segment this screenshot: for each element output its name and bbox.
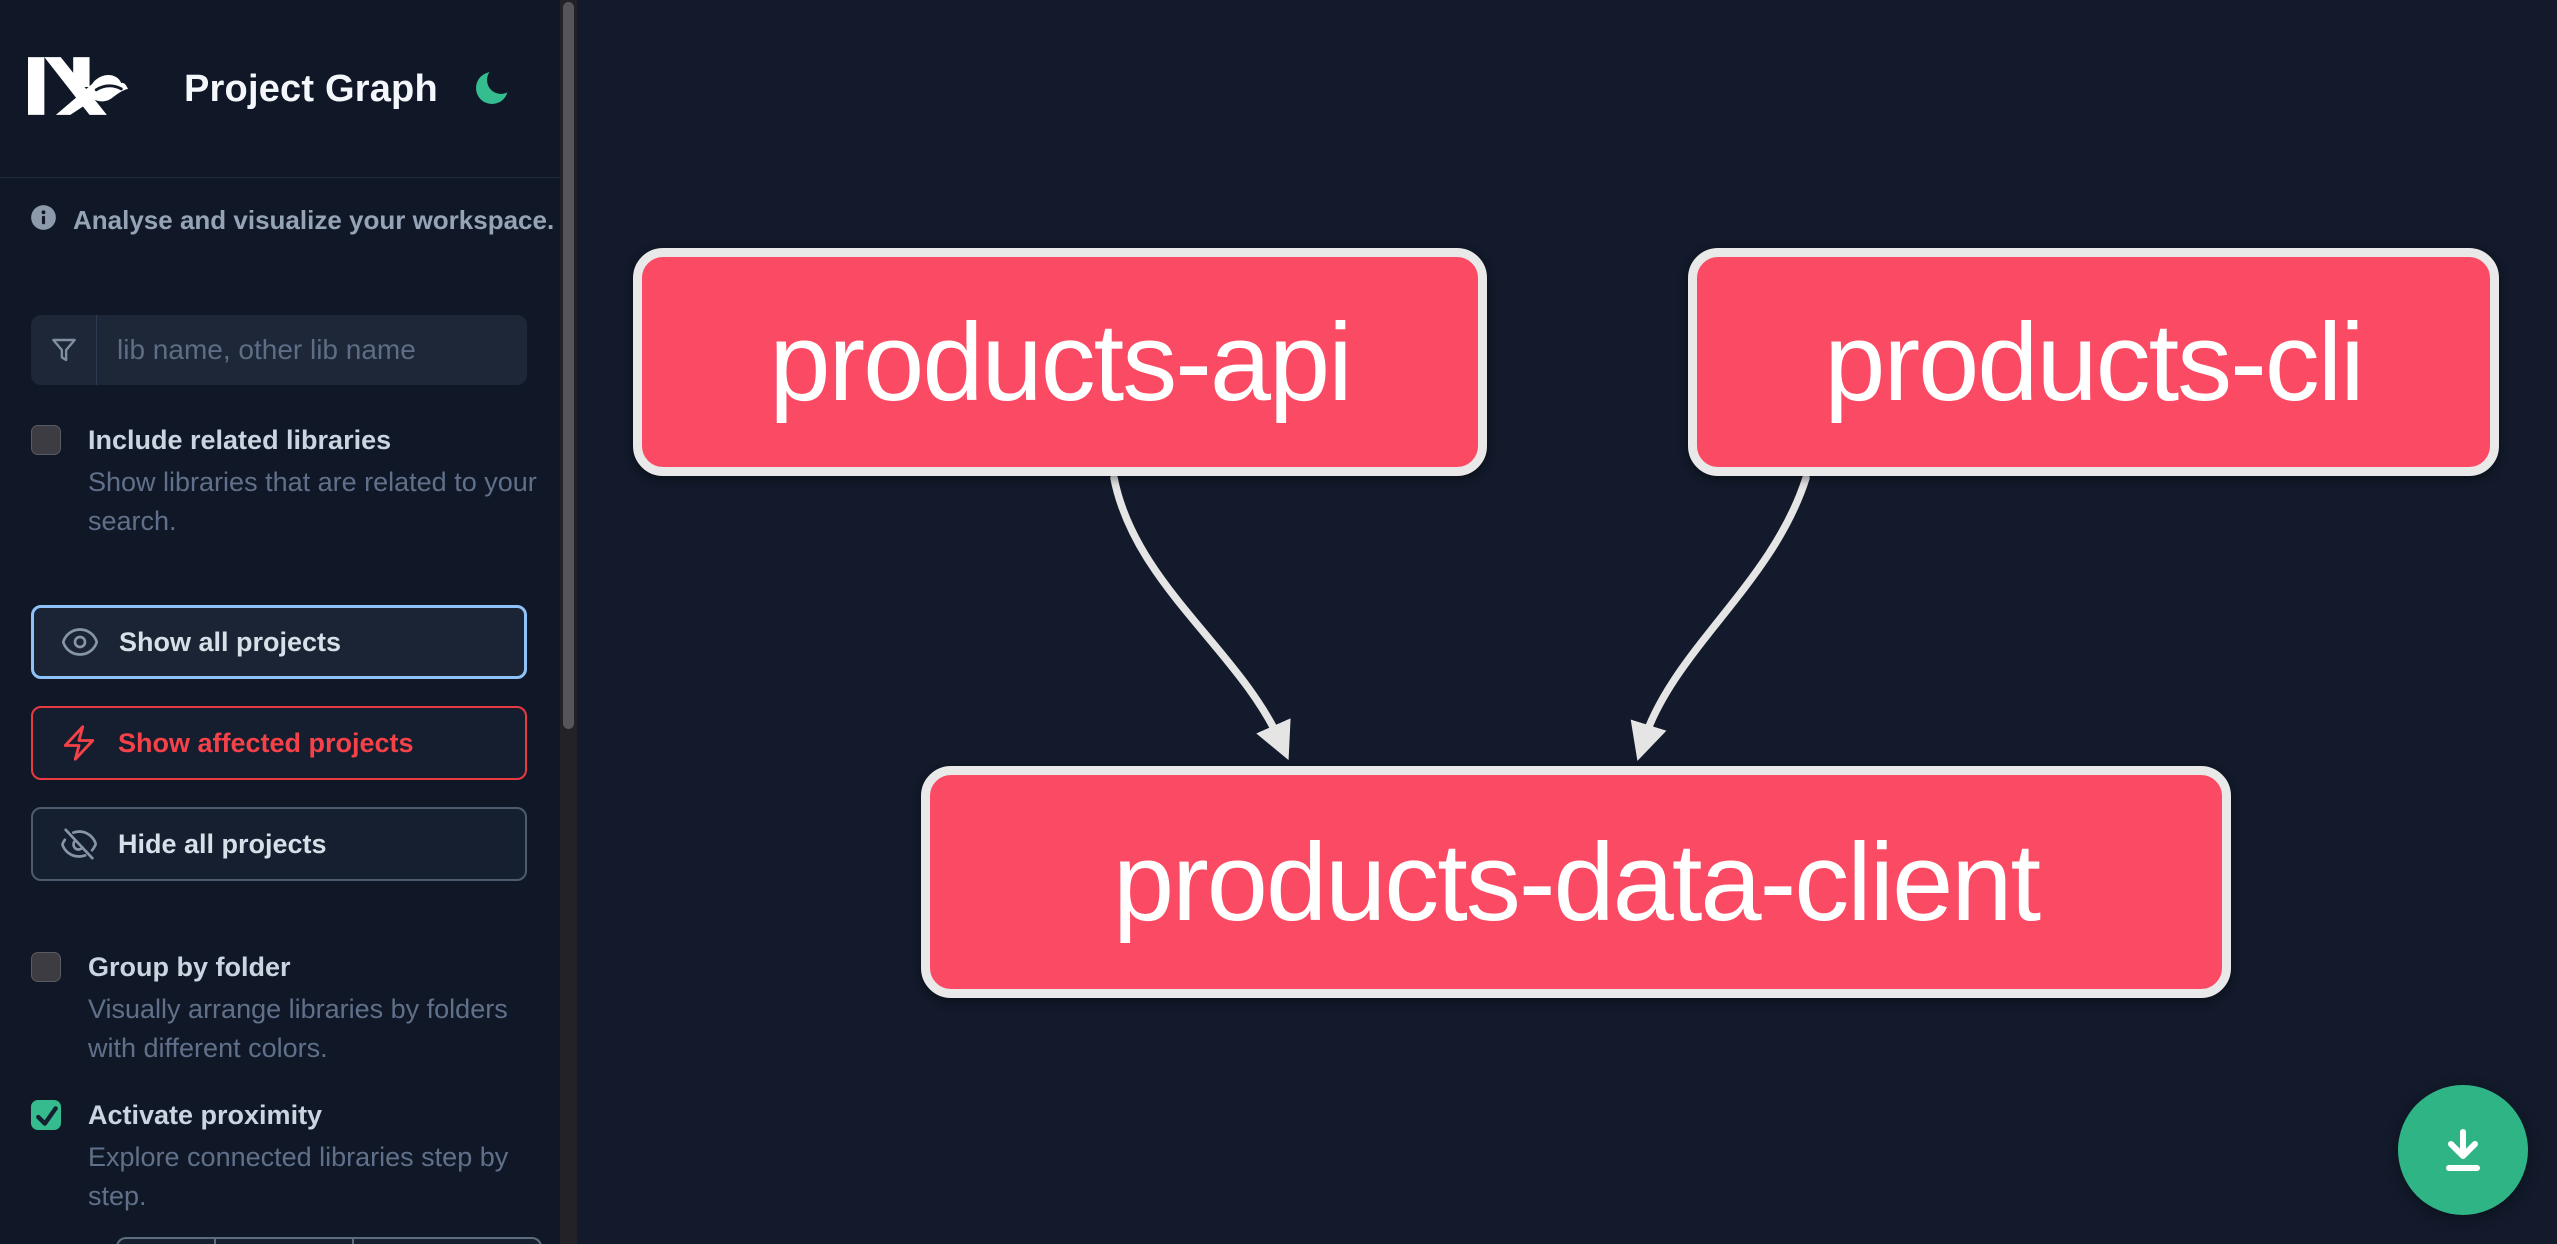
checkbox-description: Explore connected libraries step by step… [88,1142,509,1211]
node-label: products-api [769,300,1352,424]
info-icon [31,205,56,230]
search-box [31,315,527,385]
nx-logo [28,57,128,115]
sidebar-scrollbar-thumb[interactable] [563,2,574,729]
checkbox-group-by-folder: Group by folder Visually arrange librari… [31,950,519,1068]
checkbox[interactable] [31,952,61,982]
theme-toggle-button[interactable] [474,66,515,108]
search-input[interactable] [97,315,527,385]
graph-node-products-data-client[interactable]: products-data-client [921,766,2231,998]
filter-funnel-icon [31,315,97,385]
depth-decrement-segment[interactable] [118,1239,214,1244]
checkbox-label[interactable]: Activate proximity [88,1100,323,1130]
eye-icon [61,628,99,656]
hide-all-projects-button[interactable]: Hide all projects [31,807,527,881]
checkbox-description: Visually arrange libraries by folders wi… [88,994,508,1063]
node-label: products-data-client [1112,820,2041,944]
proximity-depth-control[interactable] [116,1237,542,1244]
page-title: Project Graph [184,68,438,110]
depth-value-segment [214,1239,352,1244]
edge-products-api-to-data-client[interactable] [1110,474,1291,761]
download-icon [2446,1129,2480,1171]
sidebar-scrollbar-track[interactable] [560,0,577,1244]
edge-products-cli-to-data-client[interactable] [1630,474,1810,761]
sidebar-header: Project Graph [0,0,560,178]
workspace-intro: Analyse and visualize your workspace. [30,204,554,236]
graph-node-products-api[interactable]: products-api [633,248,1487,476]
node-label: products-cli [1824,300,2364,424]
button-label: Hide all projects [118,828,327,859]
bolt-icon [63,725,95,761]
show-affected-projects-button[interactable]: Show affected projects [31,706,527,780]
button-label: Show all projects [119,626,342,657]
checkbox-label[interactable]: Include related libraries [88,425,392,455]
depth-increment-segment[interactable] [352,1239,540,1244]
intro-text: Analyse and visualize your workspace. [73,205,555,235]
button-label: Show affected projects [118,727,414,758]
sidebar: Project Graph Analyse and visualize your… [0,0,560,1244]
checkbox-activate-proximity: Activate proximity Explore connected lib… [31,1098,519,1216]
checkbox-label[interactable]: Group by folder [88,952,291,982]
checkbox-include-related-libraries: Include related libraries Show libraries… [31,423,537,541]
eye-slash-icon [61,828,98,860]
graph-node-products-cli[interactable]: products-cli [1688,248,2499,476]
checkbox[interactable] [31,1100,61,1130]
show-all-projects-button[interactable]: Show all projects [31,605,527,679]
checkbox-description: Show libraries that are related to your … [88,467,537,536]
checkbox[interactable] [31,425,61,455]
download-image-button[interactable] [2398,1085,2528,1215]
